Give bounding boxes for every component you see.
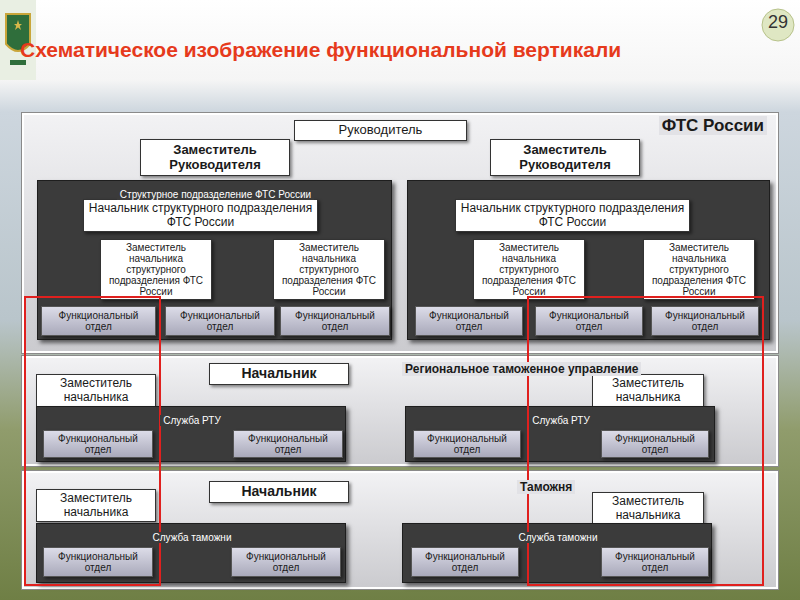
position-box: Заместитель начальника структурного подр…	[273, 239, 385, 300]
department-box: Функциональный отдел	[43, 430, 153, 458]
box-label: Заместитель Руководителя	[494, 143, 636, 172]
box-label: Функциональный отдел	[539, 310, 639, 332]
heading-holder: Служба РТУ	[37, 410, 347, 428]
group-heading: ФТС России	[659, 116, 767, 135]
position-box: Заместитель начальника структурного подр…	[473, 239, 585, 300]
heading-holder: ФТС России	[562, 117, 767, 136]
group-heading: Служба таможни	[150, 532, 235, 543]
position-box: Заместитель начальника	[36, 489, 156, 522]
department-box: Функциональный отдел	[411, 547, 519, 577]
box-label: Начальник структурного подразделения ФТС…	[459, 202, 686, 228]
highlight-frame	[528, 297, 763, 585]
box-label: Функциональный отдел	[47, 433, 149, 455]
group-heading: Служба таможни	[516, 532, 601, 543]
department-box: Функциональный отдел	[601, 547, 709, 577]
department-box: Функциональный отдел	[280, 306, 390, 336]
group-heading: Региональное таможенное управление	[402, 362, 641, 376]
box-label: Функциональный отдел	[655, 310, 755, 332]
box-label: Заместитель начальника	[40, 492, 152, 518]
box-label: Функциональный отдел	[605, 433, 705, 455]
unit-panel: Служба таможниФункциональный отделФункци…	[402, 523, 712, 583]
position-box: Заместитель начальника	[36, 374, 156, 407]
position-box: Заместитель начальника структурного подр…	[100, 239, 212, 300]
box-label: Заместитель начальника структурного подр…	[647, 242, 751, 297]
department-box: Функциональный отдел	[415, 306, 523, 336]
box-label: Заместитель начальника структурного подр…	[104, 242, 208, 297]
heading-holder: Служба таможни	[37, 527, 347, 545]
position-box: Заместитель начальника структурного подр…	[643, 239, 755, 300]
box-label: Заместитель начальника структурного подр…	[277, 242, 381, 297]
box-label: Функциональный отдел	[237, 433, 339, 455]
department-box: Функциональный отдел	[413, 430, 521, 458]
unit-panel: Начальник структурного подразделения ФТС…	[407, 180, 770, 340]
page-number: 29	[762, 13, 794, 33]
badge-circle	[762, 9, 794, 41]
department-box: Функциональный отдел	[651, 306, 759, 336]
box-label: Функциональный отдел	[47, 551, 149, 573]
box-label: Заместитель начальника структурного подр…	[477, 242, 581, 297]
box-label: Функциональный отдел	[605, 551, 705, 573]
level-band: Таможня НачальникЗаместитель начальника За…	[22, 471, 778, 589]
position-box: Начальник	[209, 363, 349, 385]
box-label: Заместитель начальника	[596, 377, 700, 403]
heading-holder: Служба РТУ	[406, 410, 716, 428]
department-box: Функциональный отдел	[231, 547, 341, 577]
box-label: Функциональный отдел	[415, 551, 515, 573]
level-band: ФТС России РуководительЗаместитель Руково…	[22, 113, 778, 353]
box-label: Заместитель начальника	[596, 495, 700, 521]
group-heading: Таможня	[517, 480, 575, 494]
position-box: Начальник структурного подразделения ФТС…	[455, 199, 690, 232]
slide-title: Схематическое изображение функциональной…	[20, 38, 790, 61]
position-box: Заместитель Руководителя	[490, 139, 640, 176]
position-box: Начальник структурного подразделения ФТС…	[83, 199, 318, 232]
level-band: Региональное таможенное управление Началь…	[22, 356, 778, 466]
box-label: Начальник	[241, 366, 316, 381]
department-box: Функциональный отдел	[233, 430, 343, 458]
department-box: Функциональный отдел	[601, 430, 709, 458]
group-heading: Служба РТУ	[529, 415, 593, 426]
box-label: Начальник структурного подразделения ФТС…	[87, 202, 314, 228]
position-box: Заместитель Руководителя	[140, 139, 290, 176]
box-label: Заместитель Руководителя	[144, 143, 286, 172]
position-box: Заместитель начальника	[592, 492, 704, 525]
box-label: Функциональный отдел	[284, 310, 386, 332]
position-box: Руководитель	[294, 120, 467, 141]
department-box: Функциональный отдел	[41, 306, 156, 336]
heading-holder: Служба таможни	[403, 527, 713, 545]
unit-panel: Служба РТУ Функциональный отдел Функционал…	[36, 406, 346, 462]
box-label: Функциональный отдел	[419, 310, 519, 332]
group-heading: Структурное подразделение ФТС России	[117, 189, 314, 200]
box-label: Начальник	[241, 484, 316, 499]
position-box: Заместитель начальника	[592, 374, 704, 407]
group-heading: Служба РТУ	[160, 415, 224, 426]
box-label: Заместитель начальника	[40, 377, 152, 403]
box-label: Функциональный отдел	[45, 310, 152, 332]
department-box: Функциональный отдел	[43, 547, 153, 577]
box-label: Функциональный отдел	[417, 433, 517, 455]
emblem-star	[14, 20, 22, 30]
box-label: Функциональный отдел	[169, 310, 271, 332]
unit-panel: Служба РТУ Функциональный отдел Функционал…	[405, 406, 715, 462]
unit-panel: Служба таможниФункциональный отдел Функци…	[36, 523, 346, 583]
highlight-frame	[25, 297, 160, 585]
department-box: Функциональный отдел	[165, 306, 275, 336]
position-box: Начальник	[209, 481, 349, 503]
unit-panel: Структурное подразделение ФТС РоссииНача…	[37, 180, 392, 340]
box-label: Руководитель	[339, 123, 423, 137]
department-box: Функциональный отдел	[535, 306, 643, 336]
box-label: Функциональный отдел	[235, 551, 337, 573]
